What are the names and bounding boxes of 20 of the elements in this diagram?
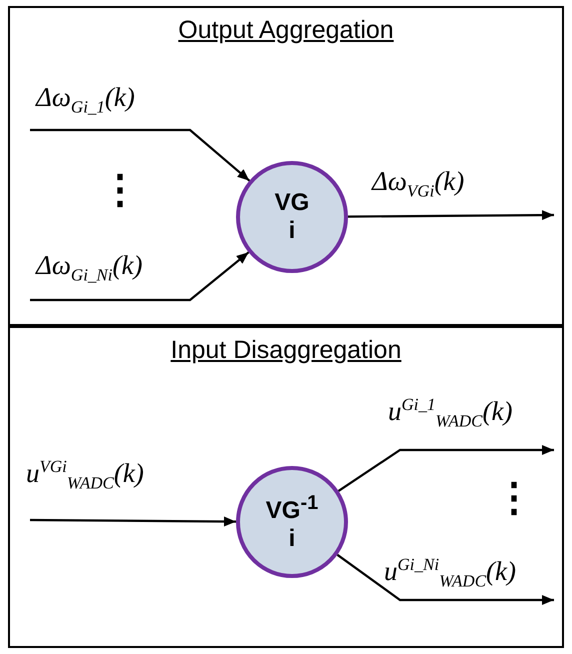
arrow <box>338 445 554 492</box>
arrow <box>336 554 554 605</box>
edge-label: u$^{Gi_1}$$_{WADC}$(k) <box>388 396 512 430</box>
node-label: VG i <box>274 189 310 245</box>
vertical-ellipsis: ⋮ <box>100 170 140 210</box>
edge-label: Δω$_{VGi}$(k) <box>372 168 464 200</box>
arrow <box>348 210 554 220</box>
panel-title: Output Aggregation <box>178 16 394 45</box>
panel-title: Input Disaggregation <box>170 336 402 365</box>
arrow <box>30 251 250 302</box>
edge-label: Δω$_{Gi_1}$(k) <box>36 84 135 116</box>
edge-label: u$^{VGi}$$_{WADC}$(k) <box>26 458 144 492</box>
node-label: VG$^{-1}$ i <box>266 492 318 552</box>
panel <box>8 326 564 648</box>
edge-label: Δω$_{Gi_Ni}$(k) <box>36 252 142 284</box>
vertical-ellipsis: ⋮ <box>494 478 534 518</box>
edge-label: u$^{Gi_Ni}$$_{WADC}$(k) <box>384 556 516 590</box>
arrow <box>30 128 250 182</box>
panel <box>8 6 564 326</box>
arrow <box>30 516 236 526</box>
